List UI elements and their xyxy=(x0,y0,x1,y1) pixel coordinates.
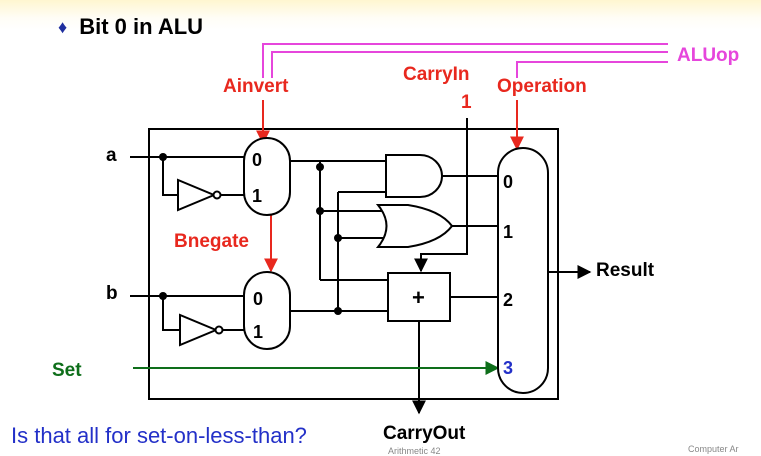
aluop-bus xyxy=(262,43,668,78)
carryin-value: 1 xyxy=(461,92,472,113)
header-band xyxy=(0,0,761,30)
input-a-label: a xyxy=(106,145,117,166)
result-mux-input-2: 2 xyxy=(503,290,514,310)
bullet-icon: ♦ xyxy=(58,17,68,37)
bnegate-label: Bnegate xyxy=(174,231,249,252)
slide-heading: ♦ Bit 0 in ALU xyxy=(58,14,203,40)
result-mux-input-1: 1 xyxy=(503,222,514,242)
b-mux-output xyxy=(290,191,390,312)
input-a-wiring xyxy=(130,156,245,196)
result-mux-input-0: 0 xyxy=(503,172,514,192)
aluop-label: ALUop xyxy=(677,45,740,66)
gate-outputs xyxy=(442,175,498,227)
a-mux-input-1: 1 xyxy=(252,186,263,206)
b-mux-input-0: 0 xyxy=(253,289,264,309)
input-b-wiring xyxy=(130,295,245,331)
ainvert-label: Ainvert xyxy=(223,76,289,97)
b-mux xyxy=(243,271,291,350)
input-b-label: b xyxy=(106,283,118,304)
operation-label: Operation xyxy=(497,76,587,97)
or-gate xyxy=(375,204,454,248)
carryout-label: CarryOut xyxy=(383,423,466,444)
b-mux-input-1: 1 xyxy=(253,322,264,342)
carryin-line xyxy=(414,118,468,273)
a-mux-output xyxy=(290,160,390,281)
result-label: Result xyxy=(596,260,655,281)
inverter-a-bubble xyxy=(212,190,222,200)
and-gate xyxy=(385,154,443,198)
question-text: Is that all for set-on-less-than? xyxy=(11,423,307,448)
result-mux-input-3: 3 xyxy=(503,358,514,378)
a-mux-input-0: 0 xyxy=(252,150,263,170)
footer-left: Arithmetic 42 xyxy=(388,446,441,456)
inverter-b-bubble xyxy=(214,325,224,335)
adder-symbol: + xyxy=(412,285,425,310)
alu-box xyxy=(148,128,559,400)
a-mux xyxy=(243,137,291,216)
result-mux xyxy=(497,147,549,394)
set-label: Set xyxy=(52,360,82,381)
slide-title: Bit 0 in ALU xyxy=(79,14,204,39)
footer-right: Computer Ar xyxy=(688,444,739,454)
inverter-b-icon xyxy=(179,313,219,347)
carryin-label: CarryIn xyxy=(403,64,470,85)
inverter-a-icon xyxy=(177,178,217,212)
